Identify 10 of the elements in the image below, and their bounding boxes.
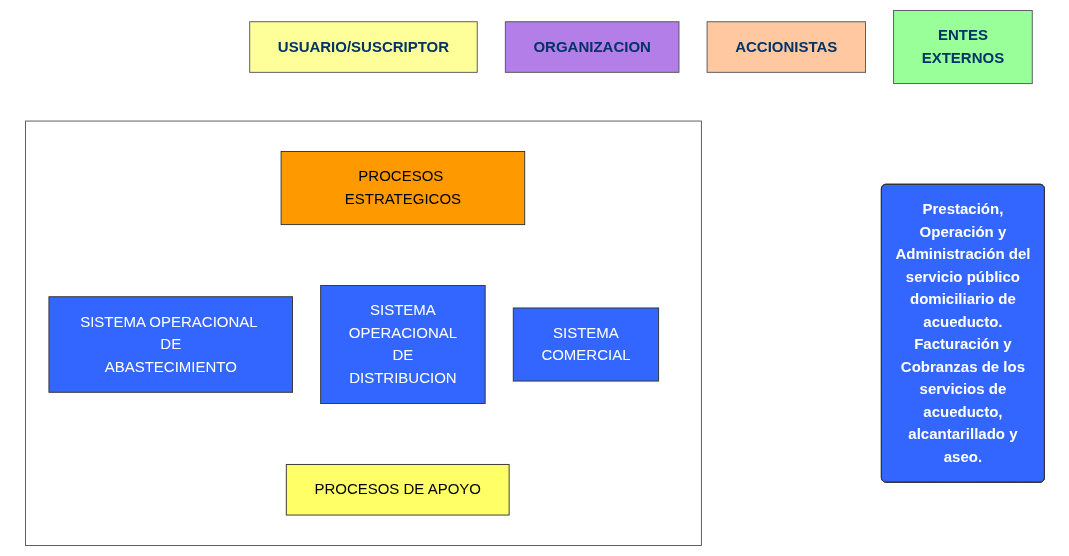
- node-box: USUARIO/SUSCRIPTOR: [248, 21, 478, 73]
- node-box: ENTES EXTERNOS: [892, 10, 1033, 85]
- cluster: [24, 120, 702, 546]
- node-box: SISTEMA OPERACIONAL DE ABASTECIMIENTO: [48, 296, 293, 393]
- node-box: SISTEMA OPERACIONAL DE DISTRIBUCION: [319, 285, 486, 404]
- node-box: ORGANIZACION: [504, 21, 679, 73]
- node-box: ACCIONISTAS: [706, 21, 866, 73]
- node-box: PROCESOS ESTRATEGICOS: [280, 151, 525, 226]
- node-box: SISTEMA COMERCIAL: [512, 307, 659, 382]
- node-box: PROCESOS DE APOYO: [285, 463, 510, 516]
